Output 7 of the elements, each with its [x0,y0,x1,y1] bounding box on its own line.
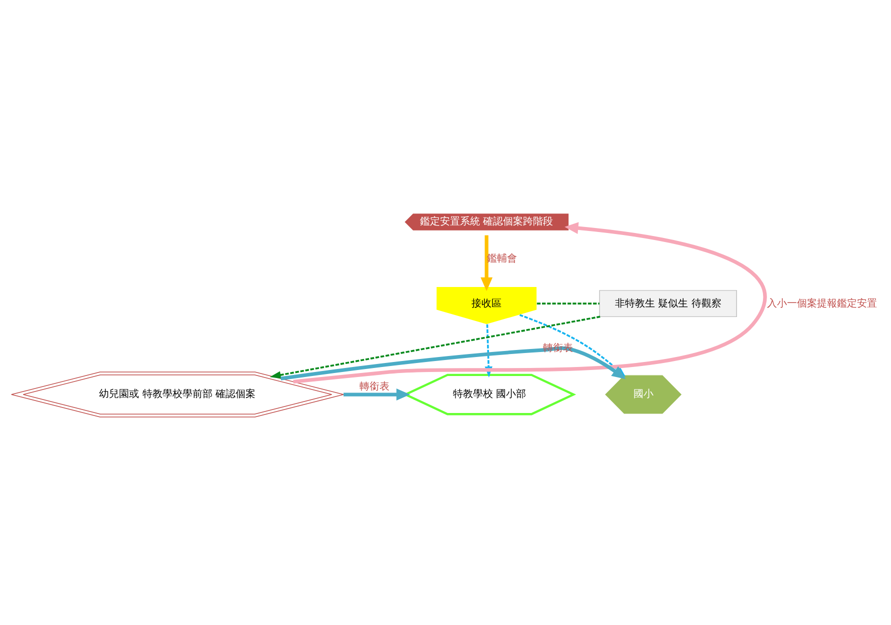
arrow [344,388,410,400]
edge-label: 轉銜表 [360,381,390,392]
arrow [293,222,767,384]
node-box: 非特教生 疑似生 待觀察 [599,290,737,317]
arrow [480,234,493,291]
connector [536,302,600,304]
edge-label: 入小一個案提報鑑定安置 [767,298,878,309]
